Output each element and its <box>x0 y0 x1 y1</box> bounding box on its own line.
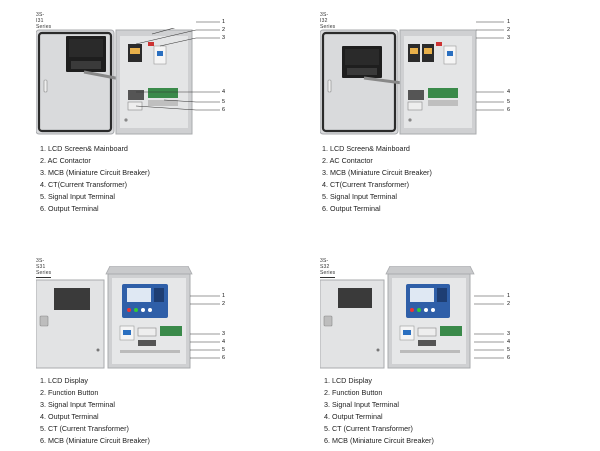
signal-input-terminal <box>160 326 182 336</box>
legend-item: 6. MCB (Miniature Circuit Breaker) <box>40 436 150 445</box>
ct-transformer <box>418 340 436 346</box>
ct-transformer <box>128 90 144 100</box>
door-lock-icon <box>39 315 49 327</box>
function-button-icon <box>410 308 414 312</box>
callout-1: 1 <box>507 293 511 299</box>
legend-item: 6. MCB (Miniature Circuit Breaker) <box>324 436 434 445</box>
legend-item: 3. MCB (Miniature Circuit Breaker) <box>322 168 432 177</box>
signal-input-terminal <box>148 88 178 98</box>
callout-6: 6 <box>222 355 226 361</box>
callout-4: 4 <box>222 89 226 95</box>
signal-input-terminal <box>428 88 458 98</box>
callout-4: 4 <box>507 89 511 95</box>
rain-hood <box>385 266 475 275</box>
series-title: 3S-S31 Series <box>36 258 52 278</box>
component-legend: 1. LCD Display 2. Function Button 3. Sig… <box>40 375 150 447</box>
legend-item: 1. LCD Screen& Mainboard <box>40 144 128 153</box>
legend-item: 2. Function Button <box>324 388 383 397</box>
legend-item: 5. Signal Input Terminal <box>40 192 115 201</box>
callout-5: 5 <box>222 347 226 353</box>
legend-item: 4. Output Terminal <box>324 412 383 421</box>
callout-6: 6 <box>222 107 226 113</box>
door-lock-icon <box>327 79 332 93</box>
callout-3: 3 <box>507 35 511 41</box>
signal-input-terminal <box>440 326 462 336</box>
callout-5: 5 <box>222 99 226 105</box>
legend-item: 2. AC Contactor <box>40 156 91 165</box>
component-legend: 1. LCD Display 2. Function Button 3. Sig… <box>324 375 434 447</box>
callout-3: 3 <box>222 35 226 41</box>
door-seal <box>37 31 113 133</box>
cabinet-illustration <box>36 28 196 135</box>
callout-1: 1 <box>222 19 226 25</box>
output-terminal <box>407 101 423 111</box>
door-window <box>54 288 90 310</box>
rain-hood <box>105 266 193 275</box>
cabinet-illustration <box>320 29 477 135</box>
callout-leaders <box>196 21 220 111</box>
function-button-icon <box>127 308 131 312</box>
callout-6: 6 <box>507 355 511 361</box>
door-window <box>338 288 372 308</box>
legend-item: 1. LCD Display <box>40 376 88 385</box>
legend-item: 4. CT(Current Transformer) <box>322 180 410 189</box>
callout-leaders <box>474 295 504 359</box>
callout-4: 4 <box>222 339 226 345</box>
legend-item: 3. Signal Input Terminal <box>324 400 399 409</box>
callout-2: 2 <box>507 27 511 33</box>
legend-item: 5. CT (Current Transformer) <box>324 424 413 433</box>
callout-3: 3 <box>222 331 226 337</box>
door-lock-icon <box>43 79 48 93</box>
component-legend: 1. LCD Screen& Mainboard 2. AC Contactor… <box>322 143 432 215</box>
legend-item: 6. Output Terminal <box>40 204 99 213</box>
series-title: 3S-S32 Series <box>320 258 336 278</box>
callout-2: 2 <box>222 27 226 33</box>
callout-1: 1 <box>507 19 511 25</box>
component-legend: 1. LCD Screen& Mainboard 2. AC Contactor… <box>40 143 150 215</box>
output-terminal <box>127 101 143 111</box>
callout-5: 5 <box>507 347 511 353</box>
callout-2: 2 <box>507 301 511 307</box>
callout-1: 1 <box>222 293 226 299</box>
legend-item: 2. AC Contactor <box>322 156 373 165</box>
ct-transformer <box>138 340 156 346</box>
legend-item: 5. Signal Input Terminal <box>322 192 397 201</box>
callout-3: 3 <box>507 331 511 337</box>
door-lock-icon <box>323 315 333 327</box>
legend-item: 4. Output Terminal <box>40 412 99 421</box>
legend-item: 1. LCD Screen& Mainboard <box>322 144 410 153</box>
cabinet-illustration <box>320 266 475 369</box>
legend-item: 2. Function Button <box>40 388 99 397</box>
callout-2: 2 <box>222 301 226 307</box>
callout-4: 4 <box>507 339 511 345</box>
legend-item: 3. MCB (Miniature Circuit Breaker) <box>40 168 150 177</box>
legend-item: 1. LCD Display <box>324 376 372 385</box>
callout-5: 5 <box>507 99 511 105</box>
cabinet-illustration <box>36 266 193 369</box>
output-terminal <box>137 327 157 337</box>
legend-item: 3. Signal Input Terminal <box>40 400 115 409</box>
callout-leaders <box>476 21 504 111</box>
legend-item: 6. Output Terminal <box>322 204 381 213</box>
legend-item: 4. CT(Current Transformer) <box>40 180 128 189</box>
callout-6: 6 <box>507 107 511 113</box>
legend-item: 5. CT (Current Transformer) <box>40 424 129 433</box>
callout-leaders <box>190 295 220 359</box>
output-terminal <box>417 327 437 337</box>
ct-transformer <box>408 90 424 100</box>
